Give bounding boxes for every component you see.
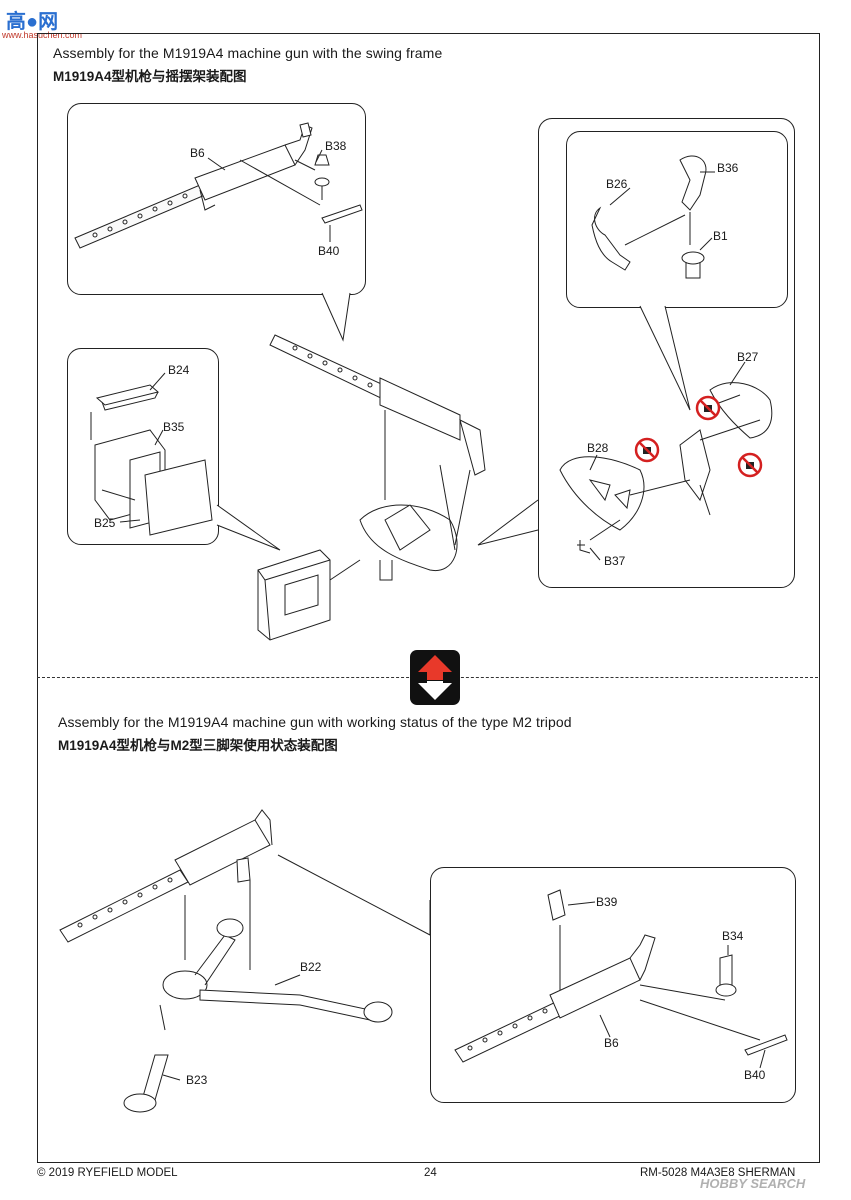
part-label-b36: B36 bbox=[717, 161, 739, 175]
watermark-hobby-search: HOBBY SEARCH bbox=[700, 1176, 806, 1191]
gun-drawing-top bbox=[74, 122, 363, 249]
swing-parts-drawing bbox=[591, 155, 707, 279]
part-label-b6-top: B6 bbox=[190, 146, 205, 160]
part-label-b40-bottom: B40 bbox=[744, 1068, 766, 1082]
part-label-b38: B38 bbox=[325, 139, 347, 153]
footer-kit-number: RM-5028 M4A3E8 SHERMAN bbox=[640, 1167, 796, 1179]
part-label-b22: B22 bbox=[300, 960, 322, 974]
part-label-b27: B27 bbox=[737, 350, 759, 364]
gun-with-tripod bbox=[59, 809, 393, 1113]
part-label-b25: B25 bbox=[94, 516, 116, 530]
part-label-b39: B39 bbox=[596, 895, 618, 909]
watermark-logo: 高●网 bbox=[6, 11, 59, 33]
part-label-b23: B23 bbox=[186, 1073, 208, 1087]
callout-gun-top bbox=[67, 103, 366, 295]
section1-title-en: Assembly for the M1919A4 machine gun wit… bbox=[53, 45, 443, 61]
part-label-b37: B37 bbox=[604, 554, 626, 568]
swing-frame-exploded bbox=[559, 382, 773, 554]
part-label-b40-top: B40 bbox=[318, 244, 340, 258]
footer-page-number: 24 bbox=[424, 1167, 437, 1179]
swap-arrow-icon bbox=[410, 650, 460, 705]
gun-on-swing-frame bbox=[257, 334, 486, 641]
part-label-b24: B24 bbox=[168, 363, 190, 377]
ammo-box-parts bbox=[90, 384, 213, 536]
section1-title-cn: M1919A4型机枪与摇摆架装配图 bbox=[53, 69, 247, 84]
gun-drawing-bottom bbox=[454, 889, 788, 1063]
part-label-b1: B1 bbox=[713, 229, 728, 243]
part-label-b26: B26 bbox=[606, 177, 628, 191]
part-label-b28: B28 bbox=[587, 441, 609, 455]
part-label-b34: B34 bbox=[722, 929, 744, 943]
section2-title-cn: M1919A4型机枪与M2型三脚架使用状态装配图 bbox=[58, 738, 338, 753]
footer-copyright: © 2019 RYEFIELD MODEL bbox=[37, 1167, 178, 1179]
page-frame bbox=[37, 33, 820, 1163]
watermark-url: www.hasuchen.com bbox=[2, 30, 83, 40]
section2-title-en: Assembly for the M1919A4 machine gun wit… bbox=[58, 714, 572, 730]
no-glue-warning-icons bbox=[634, 395, 763, 478]
part-label-b35: B35 bbox=[163, 420, 185, 434]
part-label-b6-bottom: B6 bbox=[604, 1036, 619, 1050]
